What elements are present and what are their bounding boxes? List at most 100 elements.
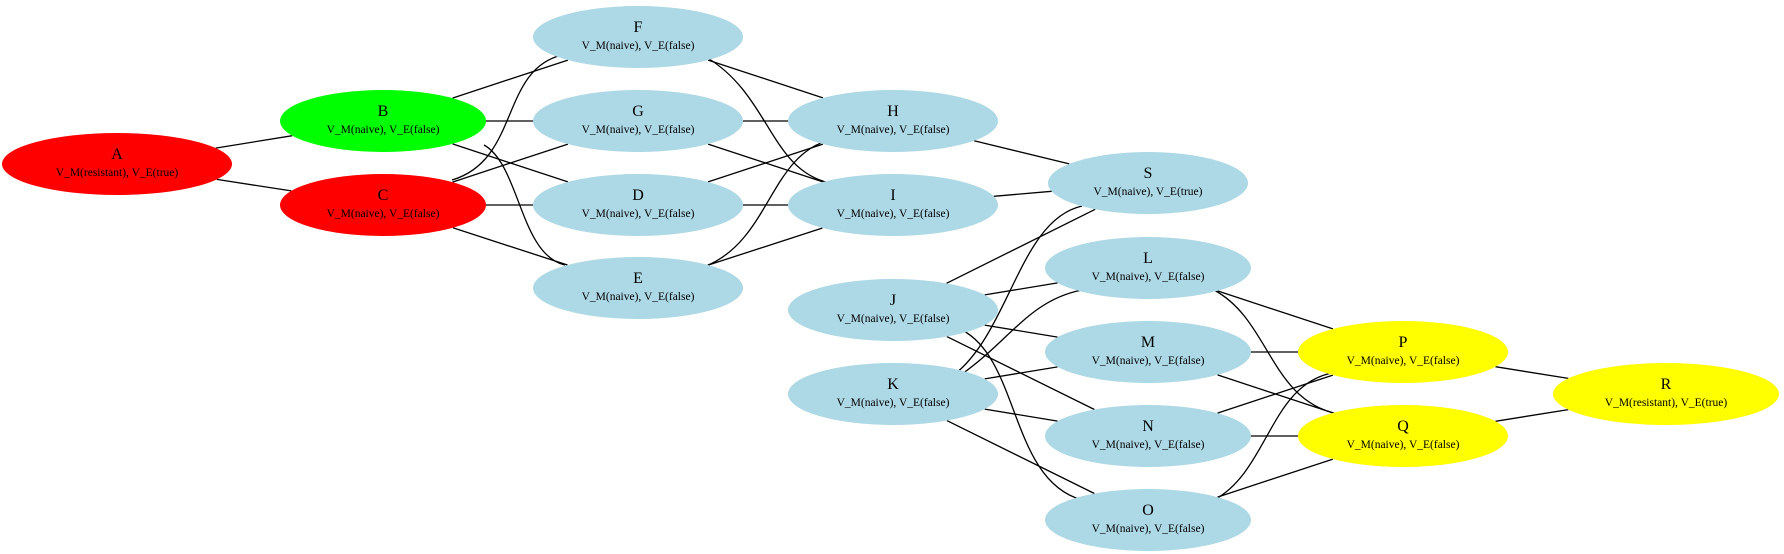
node-m-label: M — [1141, 334, 1155, 351]
node-a-sublabel: V_M(resistant), V_E(true) — [56, 167, 179, 179]
node-j-sublabel: V_M(naive), V_E(false) — [837, 313, 950, 325]
edge-k-o — [946, 420, 1095, 495]
node-n-sublabel: V_M(naive), V_E(false) — [1092, 439, 1205, 451]
node-s[interactable]: S V_M(naive), V_E(true) — [1048, 152, 1248, 214]
node-e-shape — [533, 257, 743, 319]
node-c-sublabel: V_M(naive), V_E(false) — [327, 208, 440, 220]
node-k-shape — [788, 363, 998, 425]
node-d[interactable]: D V_M(naive), V_E(false) — [533, 174, 743, 236]
node-r[interactable]: R V_M(resistant), V_E(true) — [1553, 363, 1779, 425]
node-h[interactable]: H V_M(naive), V_E(false) — [788, 90, 998, 152]
node-s-label: S — [1144, 165, 1153, 182]
edge-e-h — [705, 139, 831, 267]
edge-c-f — [451, 54, 563, 181]
node-q-shape — [1298, 405, 1508, 467]
node-o-sublabel: V_M(naive), V_E(false) — [1092, 523, 1205, 535]
node-c-shape — [280, 174, 486, 236]
node-f[interactable]: FV_M(naive), V_E(false) — [533, 6, 743, 68]
edge-j-m — [984, 324, 1058, 338]
node-h-sublabel: V_M(naive), V_E(false) — [837, 124, 950, 136]
node-a-shape — [2, 133, 232, 195]
edge-n-p — [1217, 374, 1334, 414]
node-a-label: A — [111, 146, 123, 163]
node-h-label: H — [887, 103, 899, 120]
edge-a-c — [216, 178, 292, 192]
node-l-label: L — [1143, 250, 1153, 267]
edge-k-l — [961, 289, 1083, 375]
edge-o-q — [1217, 458, 1334, 498]
node-o-shape — [1045, 489, 1251, 551]
edge-a-b — [215, 135, 293, 149]
node-f-label: F — [634, 19, 643, 36]
edge-s-k — [954, 205, 1083, 375]
node-l-sublabel: V_M(naive), V_E(false) — [1092, 271, 1205, 283]
nodes-layer: A V_M(resistant), V_E(true) B V_M(naive), V… — [2, 6, 1779, 551]
node-g[interactable]: G V_M(naive), V_E(false) — [533, 90, 743, 152]
node-f-shape — [533, 6, 743, 68]
node-e[interactable]: EV_M(naive), V_E(false) — [533, 257, 743, 319]
node-d-label: D — [632, 187, 644, 204]
node-k-label: K — [887, 376, 899, 393]
node-a[interactable]: A V_M(resistant), V_E(true) — [2, 133, 232, 195]
edge-p-r — [1495, 366, 1569, 380]
edge-q-r — [1495, 408, 1569, 422]
node-r-shape — [1553, 363, 1779, 425]
node-b[interactable]: B V_M(naive), V_E(false) — [280, 90, 486, 152]
edges-layer — [215, 54, 1569, 501]
node-k-sublabel: V_M(naive), V_E(false) — [837, 397, 950, 409]
node-m[interactable]: MV_M(naive), V_E(false) — [1045, 321, 1251, 383]
node-n-shape — [1045, 405, 1251, 467]
node-h-shape — [788, 90, 998, 152]
edge-k-m — [984, 366, 1058, 380]
node-l[interactable]: L V_M(naive), V_E(false) — [1045, 237, 1251, 299]
node-q-sublabel: V_M(naive), V_E(false) — [1347, 439, 1460, 451]
node-i-shape — [788, 174, 998, 236]
node-n[interactable]: NV_M(naive), V_E(false) — [1045, 405, 1251, 467]
edge-l-q — [1213, 289, 1339, 415]
node-b-shape — [280, 90, 486, 152]
node-i-label: I — [890, 187, 895, 204]
node-o[interactable]: O V_M(naive), V_E(false) — [1045, 489, 1251, 551]
node-b-label: B — [378, 103, 389, 120]
node-j-label: J — [890, 292, 896, 309]
edge-j-o — [961, 329, 1083, 501]
node-m-shape — [1045, 321, 1251, 383]
node-p-shape — [1298, 321, 1508, 383]
edge-k-n — [984, 408, 1058, 422]
edge-c-e — [452, 227, 568, 266]
node-b-sublabel: V_M(naive), V_E(false) — [327, 124, 440, 136]
edge-f-h — [707, 59, 824, 99]
edge-f-i — [705, 56, 831, 184]
edge-b-e — [483, 144, 566, 266]
node-d-shape — [533, 174, 743, 236]
edge-c-g — [452, 143, 569, 183]
edge-h-s — [973, 140, 1070, 165]
node-i[interactable]: I V_M(naive), V_E(false) — [788, 174, 998, 236]
node-g-label: G — [632, 103, 644, 120]
node-c-label: C — [378, 187, 389, 204]
edge-i-s — [993, 190, 1052, 197]
node-k[interactable]: K V_M(naive), V_E(false) — [788, 363, 998, 425]
node-p-label: P — [1399, 334, 1408, 351]
node-j[interactable]: J V_M(naive), V_E(false) — [788, 279, 998, 341]
node-g-shape — [533, 90, 743, 152]
edge-s-j — [946, 208, 1096, 284]
node-s-sublabel: V_M(naive), V_E(true) — [1093, 186, 1202, 198]
node-r-label: R — [1661, 376, 1672, 393]
node-q[interactable]: Q V_M(naive), V_E(false) — [1298, 405, 1508, 467]
node-r-sublabel: V_M(resistant), V_E(true) — [1605, 397, 1728, 409]
node-p[interactable]: P V_M(naive), V_E(false) — [1298, 321, 1508, 383]
node-p-sublabel: V_M(naive), V_E(false) — [1347, 355, 1460, 367]
node-i-sublabel: V_M(naive), V_E(false) — [837, 208, 950, 220]
node-d-sublabel: V_M(naive), V_E(false) — [582, 208, 695, 220]
node-l-shape — [1045, 237, 1251, 299]
node-c[interactable]: C V_M(naive), V_E(false) — [280, 174, 486, 236]
edge-j-l — [984, 282, 1058, 296]
node-q-label: Q — [1397, 418, 1409, 435]
node-s-shape — [1048, 152, 1248, 214]
edge-o-p — [1213, 371, 1339, 501]
edge-d-h — [707, 143, 824, 183]
node-g-sublabel: V_M(naive), V_E(false) — [582, 124, 695, 136]
node-o-label: O — [1142, 502, 1154, 519]
node-j-shape — [788, 279, 998, 341]
